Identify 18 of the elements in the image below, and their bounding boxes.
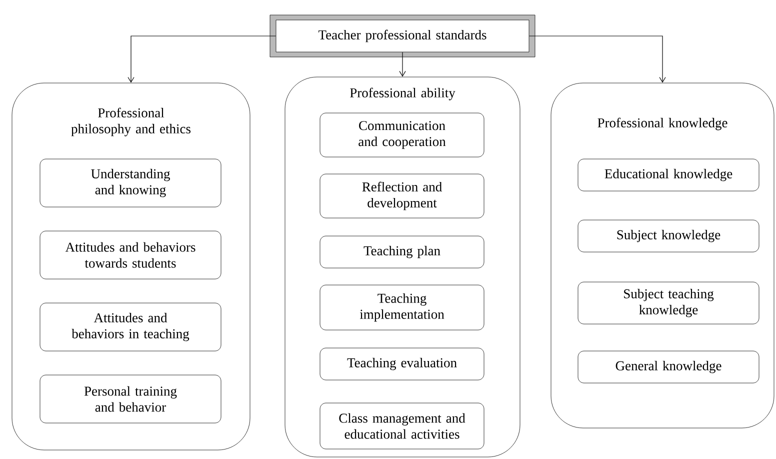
item-box: Understanding and knowing [40, 158, 222, 208]
item-box: Teaching implementation [320, 284, 484, 330]
item-box: General knowledge [578, 350, 760, 384]
arrow [399, 52, 406, 77]
item-box: Teaching evaluation [320, 348, 484, 380]
item-box: Attitudes and behaviors in teaching [40, 302, 222, 352]
arrow [128, 36, 276, 83]
item-box: Class management and educational activities [320, 402, 484, 450]
title-box: Teacher professional standards [270, 14, 536, 58]
item-box: Reflection and development [320, 174, 484, 218]
item-box: Personal training and behavior [40, 374, 222, 424]
item-box: Attitudes and behaviors towards students [40, 230, 222, 280]
item-box: Educational knowledge [578, 158, 760, 192]
item-box: Communication and cooperation [320, 112, 484, 158]
arrow [528, 36, 666, 83]
item-box: Subject teaching knowledge [578, 282, 760, 324]
item-box: Subject knowledge [578, 220, 760, 252]
item-box: Teaching plan [320, 236, 484, 268]
